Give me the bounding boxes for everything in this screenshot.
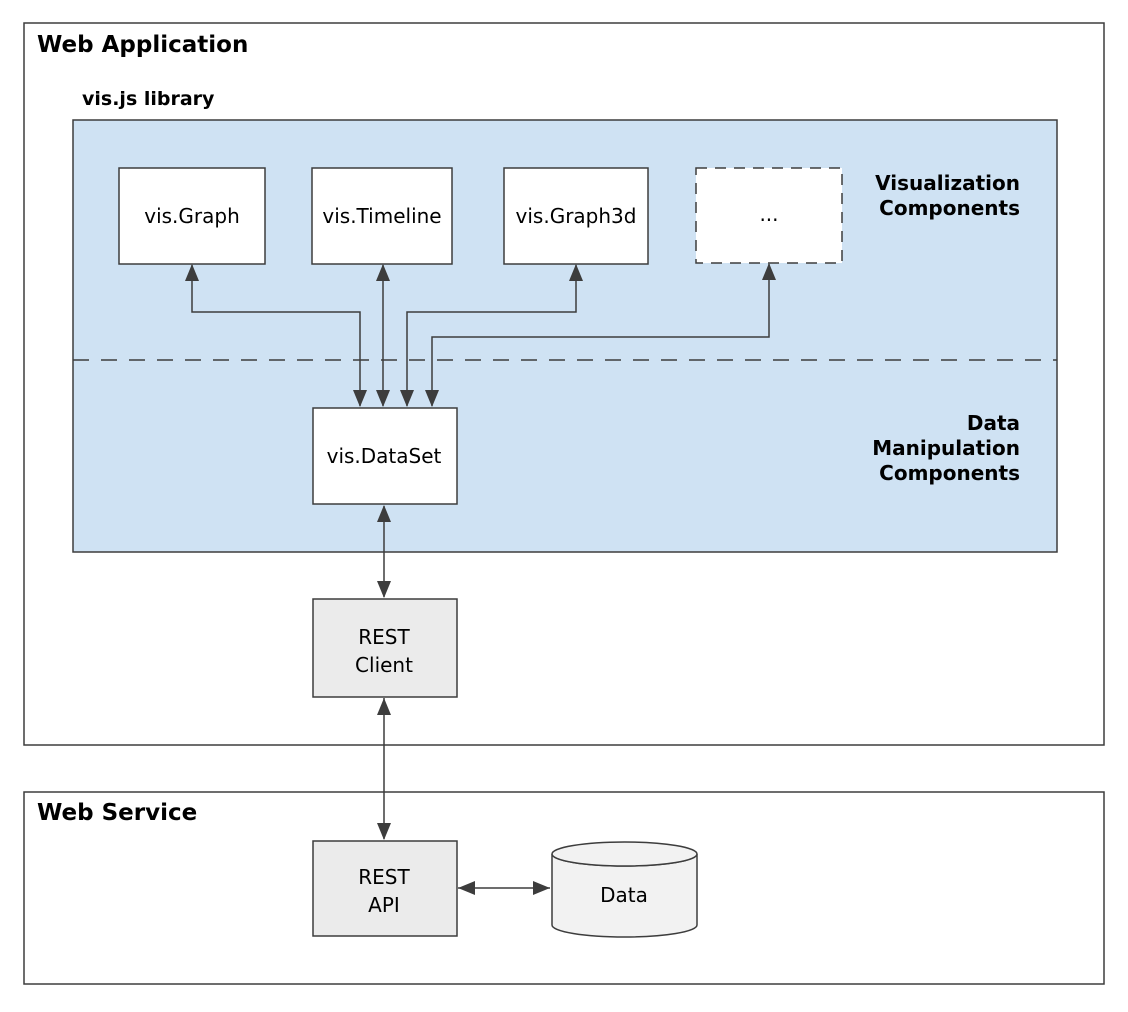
visjs-library-label: vis.js library: [82, 88, 215, 110]
rest-api-label-line2: API: [368, 893, 400, 917]
web-service-title: Web Service: [37, 800, 197, 826]
web-application-title: Web Application: [37, 32, 248, 58]
component-other-placeholder: ...: [695, 167, 843, 264]
arrowhead-down-dataset-1: [353, 390, 367, 407]
data-cylinder-top: [551, 841, 698, 867]
vis-graph3d-box: [503, 167, 649, 265]
arrowhead-down-dataset-3: [400, 390, 414, 407]
arrowhead-down-dataset-4: [425, 390, 439, 407]
arrowhead-left-restapi-side: [458, 881, 475, 895]
vis-timeline-label: vis.Timeline: [322, 204, 441, 228]
component-vis-dataset: vis.DataSet: [312, 407, 458, 505]
data-manipulation-line2: Manipulation: [872, 436, 1020, 460]
component-vis-graph3d: vis.Graph3d: [503, 167, 649, 265]
arrowhead-up-vis-timeline: [376, 264, 390, 281]
visualization-components-label: Visualization Components: [875, 171, 1020, 220]
component-vis-graph: vis.Graph: [118, 167, 266, 265]
arrowhead-up-other-component: [762, 263, 776, 280]
vis-graph-box: [118, 167, 266, 265]
other-component-box: [695, 167, 843, 264]
connector-other-dataset: [431, 264, 770, 406]
data-store-label: Data: [600, 883, 648, 907]
connector-graph3d-dataset: [406, 265, 577, 406]
component-data-store: Data: [551, 841, 698, 938]
rest-client-box: [312, 598, 458, 698]
component-rest-api: REST API: [312, 840, 458, 937]
vis-dataset-box: [312, 407, 458, 505]
arrowhead-down-dataset-2: [376, 390, 390, 407]
arrowhead-down-restclient-top: [377, 581, 391, 598]
arrowhead-down-restapi-top: [377, 823, 391, 840]
arrowhead-right-data-side: [533, 881, 550, 895]
rest-client-label-line2: Client: [355, 653, 413, 677]
vis-dataset-label: vis.DataSet: [327, 444, 442, 468]
data-manipulation-line3: Components: [879, 461, 1020, 485]
data-manipulation-components-label: Data Manipulation Components: [872, 411, 1020, 485]
rest-api-label-line1: REST: [358, 865, 410, 889]
arrowhead-up-restclient-bottom: [377, 698, 391, 715]
arrowhead-up-dataset-bottom: [377, 505, 391, 522]
connector-graph-dataset: [191, 265, 361, 406]
vis-graph3d-label: vis.Graph3d: [516, 204, 637, 228]
component-vis-timeline: vis.Timeline: [311, 167, 453, 265]
arrowhead-up-vis-graph: [185, 264, 199, 281]
vis-timeline-box: [311, 167, 453, 265]
data-manipulation-line1: Data: [967, 411, 1020, 435]
arrowhead-up-vis-graph3d: [569, 264, 583, 281]
arrowheads: [185, 263, 776, 895]
visualization-components-line2: Components: [879, 196, 1020, 220]
rest-api-box: [312, 840, 458, 937]
vis-graph-label: vis.Graph: [144, 204, 240, 228]
other-component-label: ...: [759, 202, 778, 226]
visualization-components-line1: Visualization: [875, 171, 1020, 195]
component-rest-client: REST Client: [312, 598, 458, 698]
rest-client-label-line1: REST: [358, 625, 410, 649]
